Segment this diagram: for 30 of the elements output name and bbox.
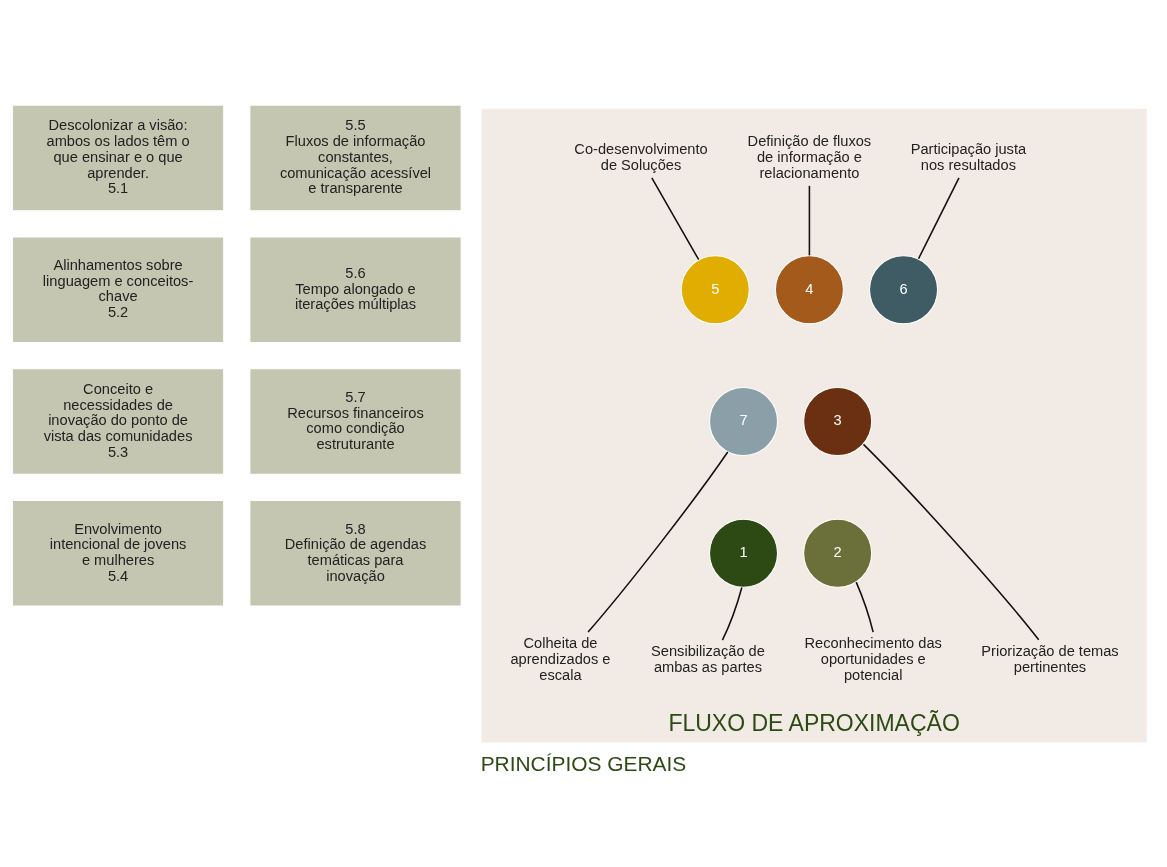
node-text: Priorização de temas pertinentes	[981, 642, 1119, 675]
node-circle: 1	[709, 518, 779, 588]
node-box: Descolonizar a visão: ambos os lados têm o que ensinar e o que aprender. 5.1	[11, 104, 225, 212]
node-box: Envolvimento intencional de jovens e mulheres 5.4	[11, 499, 225, 607]
connector	[721, 586, 743, 641]
node-box: Conceito e necessidades de inovação do ponto de vista das comunidades 5.3	[11, 368, 225, 475]
node-circle: 7	[709, 387, 779, 457]
node-text: Sensibilização de ambas as partes	[651, 642, 765, 675]
node-circle: 4	[774, 255, 844, 325]
connector	[808, 185, 811, 257]
node-text: Participação justa nos resultados	[910, 140, 1027, 173]
node-box: 5.8 Definição de agendas temáticas para inovação	[249, 499, 462, 607]
node-circle: 2	[803, 518, 873, 588]
connector	[862, 443, 1040, 641]
connector	[587, 451, 729, 633]
node-circle: 3	[803, 387, 873, 457]
connector	[917, 177, 960, 260]
node-text: Reconhecimento das oportunidades e potencial	[804, 635, 942, 683]
node-circle: 5	[680, 255, 750, 325]
caption: PRINCÍPIOS GERAIS	[480, 752, 687, 776]
node-text: Co-desenvolvimento de Soluções	[574, 140, 708, 173]
node-text: Definição de fluxos de informação e relacionamento	[747, 133, 872, 181]
node-box: 5.5 Fluxos de informação constantes, comunicação acessível e transparente	[249, 104, 462, 212]
node-box: 5.6 Tempo alongado e iterações múltiplas	[249, 236, 462, 344]
node-circle: 6	[869, 255, 939, 325]
connector	[651, 177, 700, 261]
connector	[855, 581, 874, 633]
node-text: Colheita de aprendizados e escala	[510, 635, 611, 683]
node-box: Alinhamentos sobre linguagem e conceitos-chave 5.2	[11, 236, 225, 344]
node-box: 5.7 Recursos financeiros como condição estruturante	[249, 368, 462, 475]
